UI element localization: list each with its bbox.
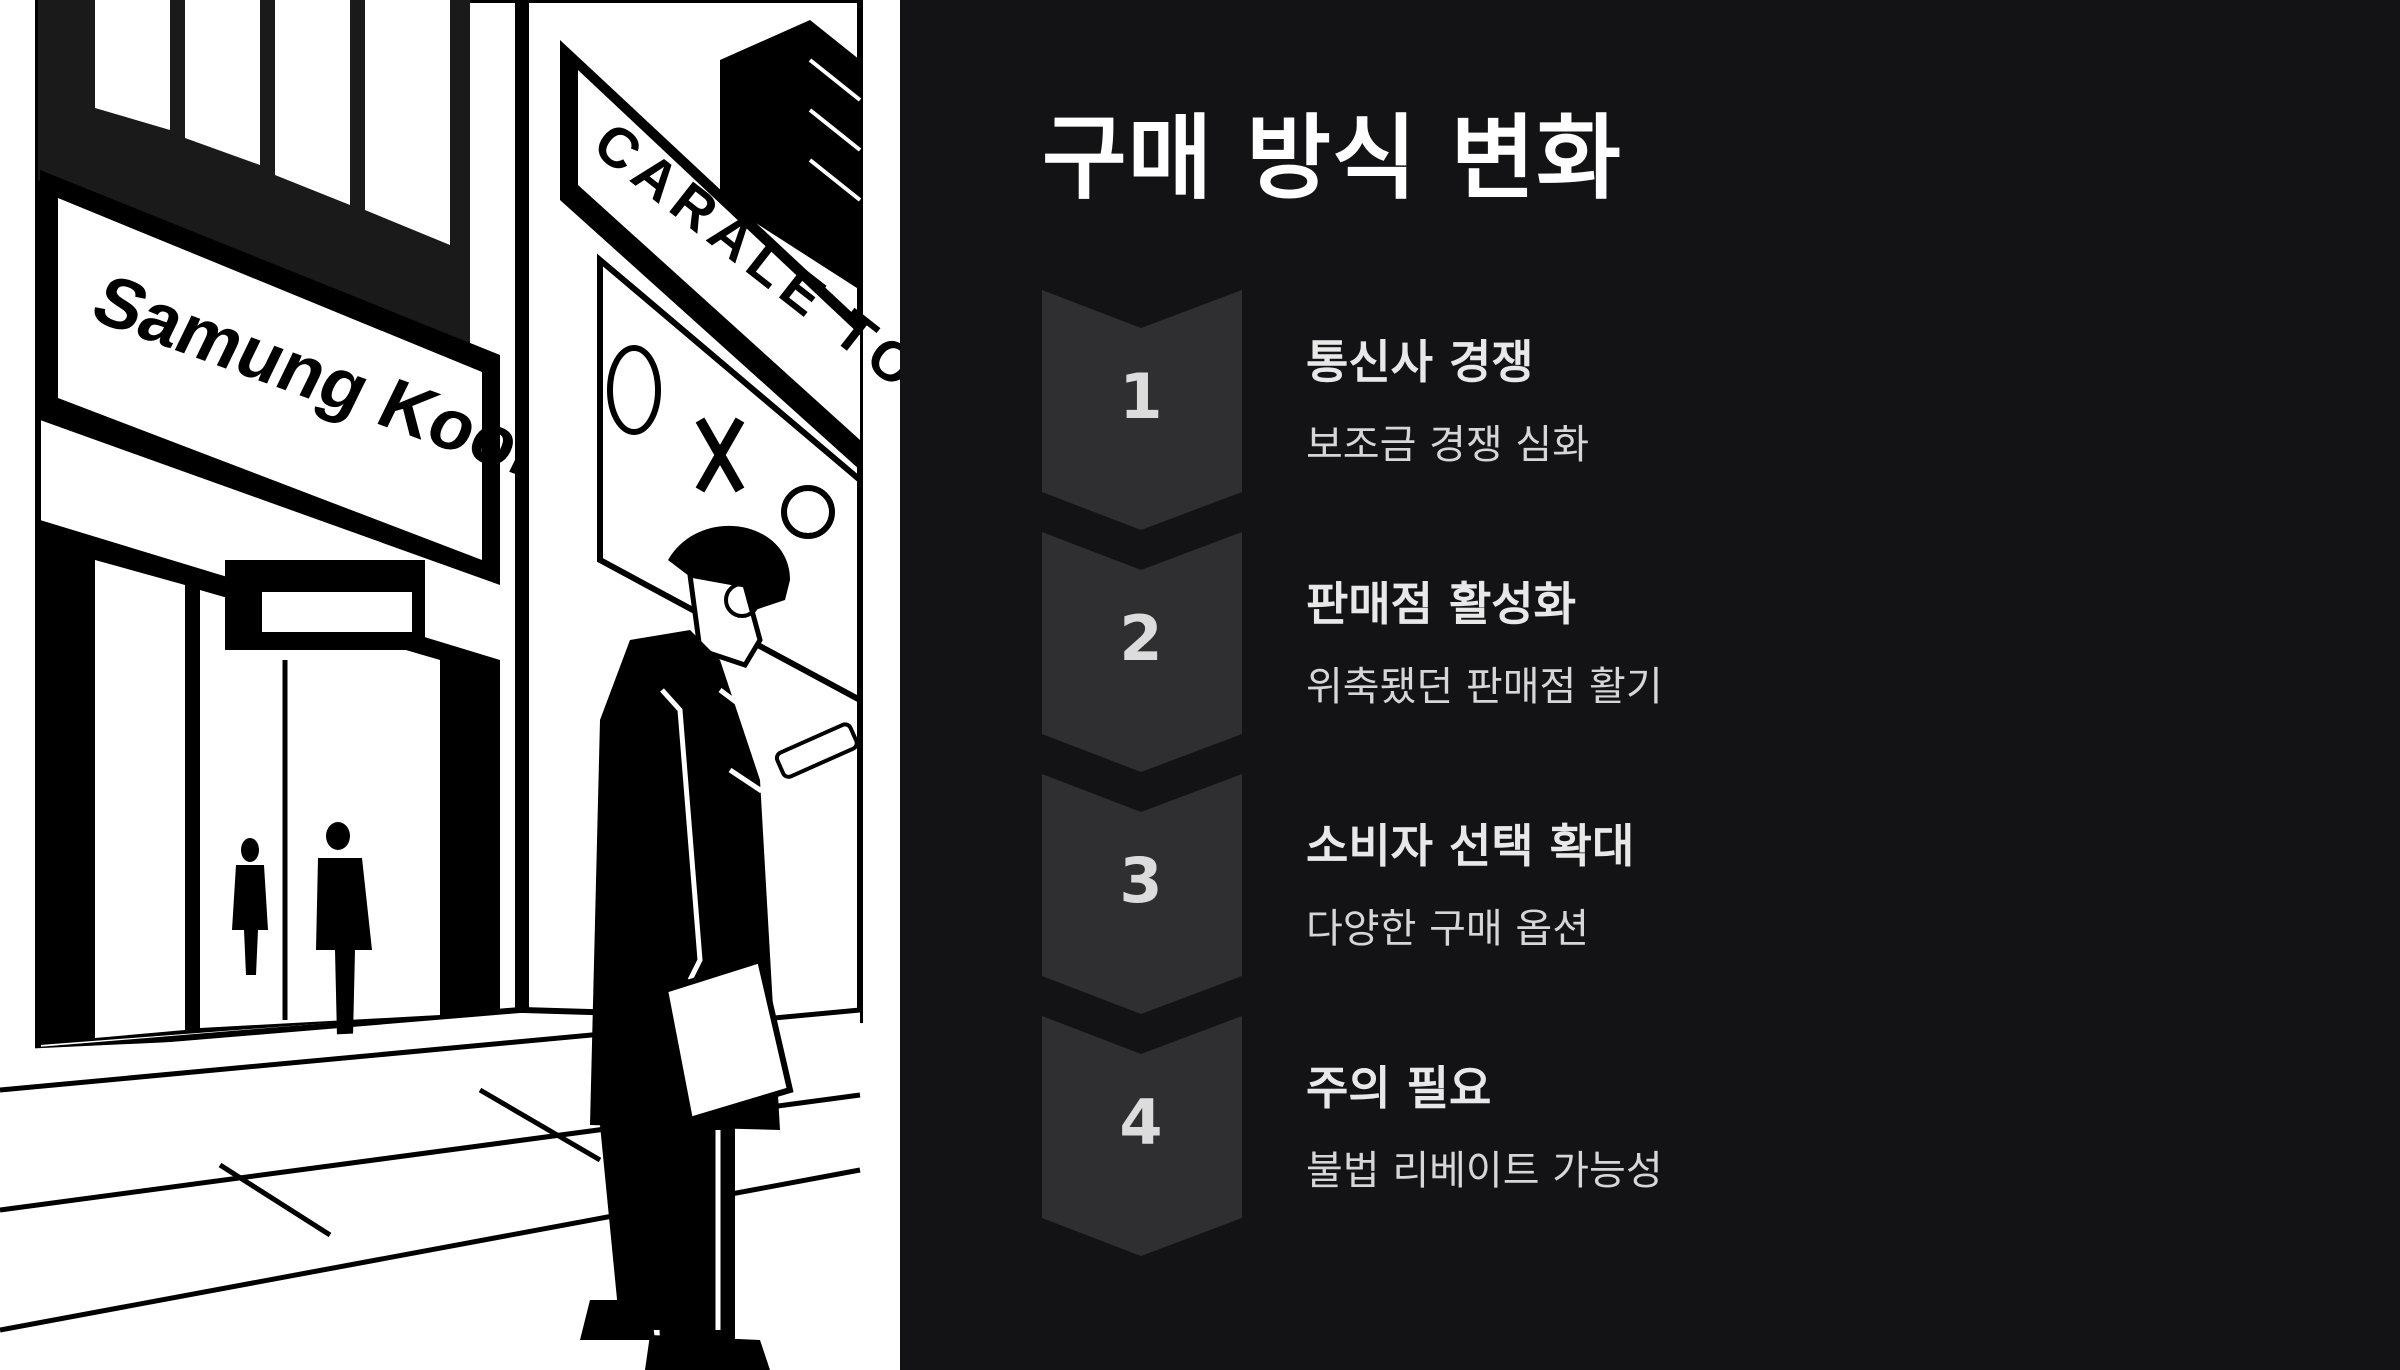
step-4: 4 주의 필요 불법 리베이트 가능성	[1040, 1014, 2240, 1256]
step-2: 2 판매점 활성화 위축됐던 판매점 활기	[1040, 530, 2240, 772]
step-number: 1	[1119, 360, 1163, 433]
street-scene-drawing: Samung Koone CARALE TOREI	[0, 0, 900, 1370]
step-title: 통신사 경쟁	[1306, 335, 1534, 389]
slide-panel: 구매 방식 변화 1 통신사 경쟁 보조금 경쟁 심화 2 판매점 활성화 위축…	[900, 0, 2400, 1370]
step-1: 1 통신사 경쟁 보조금 경쟁 심화	[1040, 288, 2240, 530]
step-description: 다양한 구매 옵션	[1306, 906, 1590, 952]
chevron-shape	[1042, 290, 1242, 530]
slide-title: 구매 방식 변화	[1042, 105, 1622, 212]
chevron-shape	[1042, 1016, 1242, 1256]
step-number: 4	[1119, 1086, 1163, 1159]
step-description: 불법 리베이트 가능성	[1306, 1148, 1663, 1194]
chevron-shape	[1042, 532, 1242, 772]
step-title: 소비자 선택 확대	[1306, 819, 1635, 873]
step-number: 3	[1119, 844, 1163, 917]
step-number: 2	[1119, 602, 1163, 675]
step-title: 주의 필요	[1306, 1061, 1492, 1115]
step-title: 판매점 활성화	[1306, 577, 1576, 631]
step-description: 위축됐던 판매점 활기	[1306, 664, 1663, 710]
step-description: 보조금 경쟁 심화	[1306, 422, 1590, 468]
chevron-shape	[1042, 774, 1242, 1014]
street-illustration: Samung Koone CARALE TOREI	[0, 0, 900, 1370]
step-3: 3 소비자 선택 확대 다양한 구매 옵션	[1040, 772, 2240, 1014]
